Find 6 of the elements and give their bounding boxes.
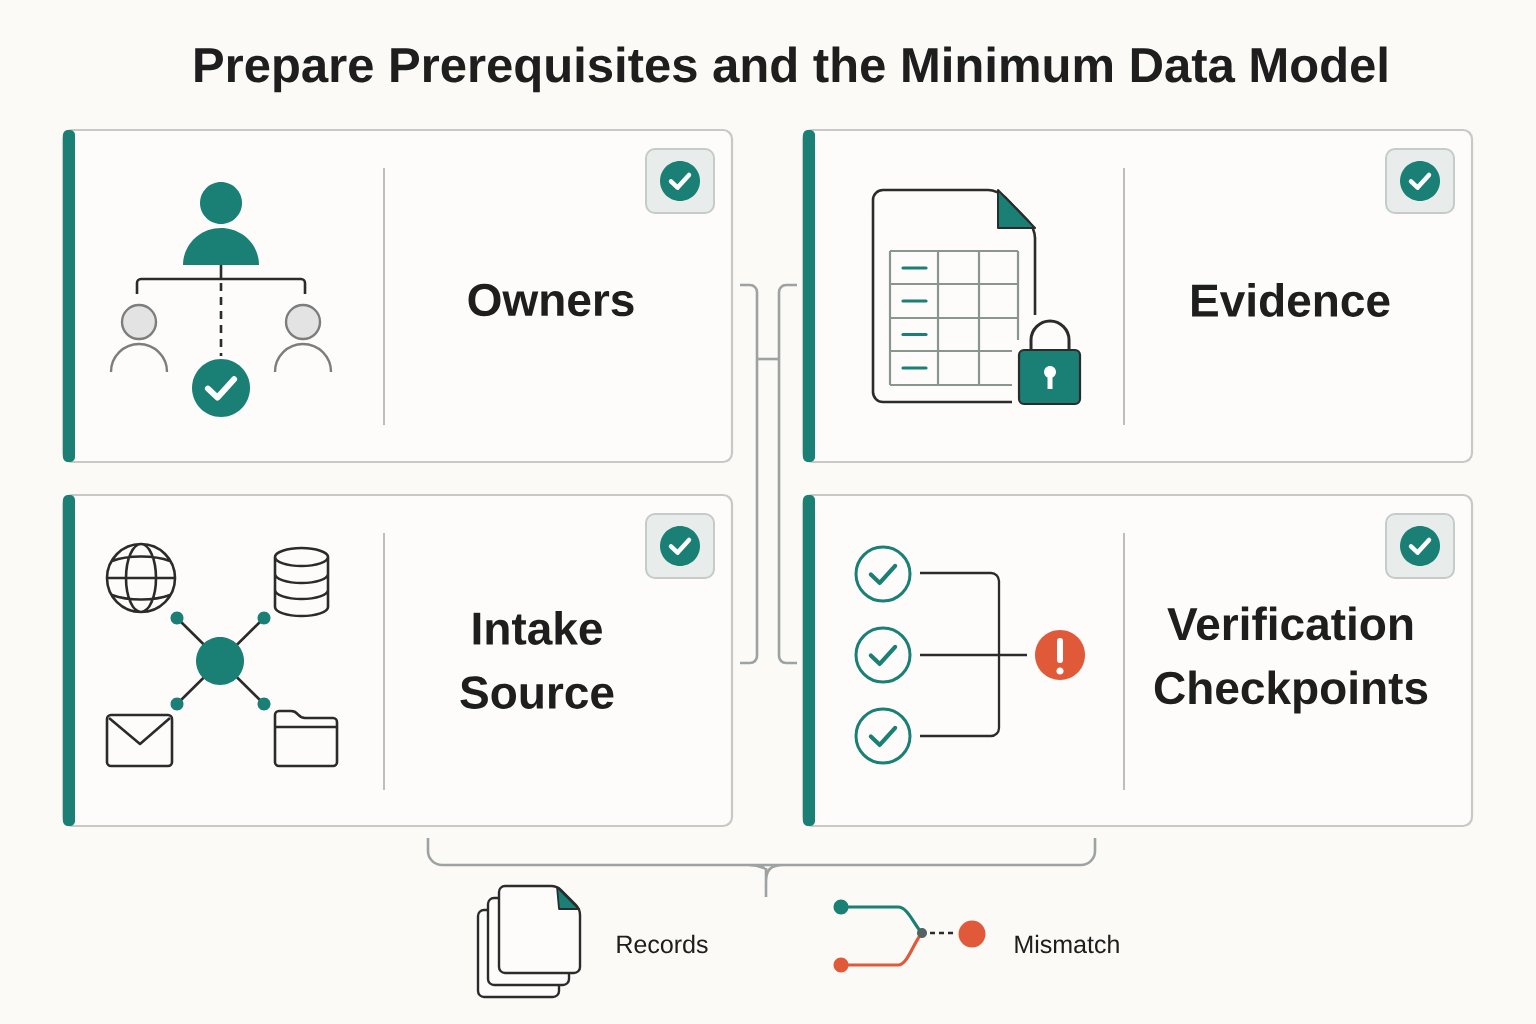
- icon-label: Mismatch: [1015, 934, 1119, 954]
- card: Evidence: [801, 128, 1474, 464]
- card: Owners: [61, 128, 734, 464]
- card: Intake Source: [61, 493, 734, 828]
- icon-label: Records: [617, 934, 708, 954]
- title: Prepare Prerequisites and the Minimum Data Model: [195, 46, 1387, 93]
